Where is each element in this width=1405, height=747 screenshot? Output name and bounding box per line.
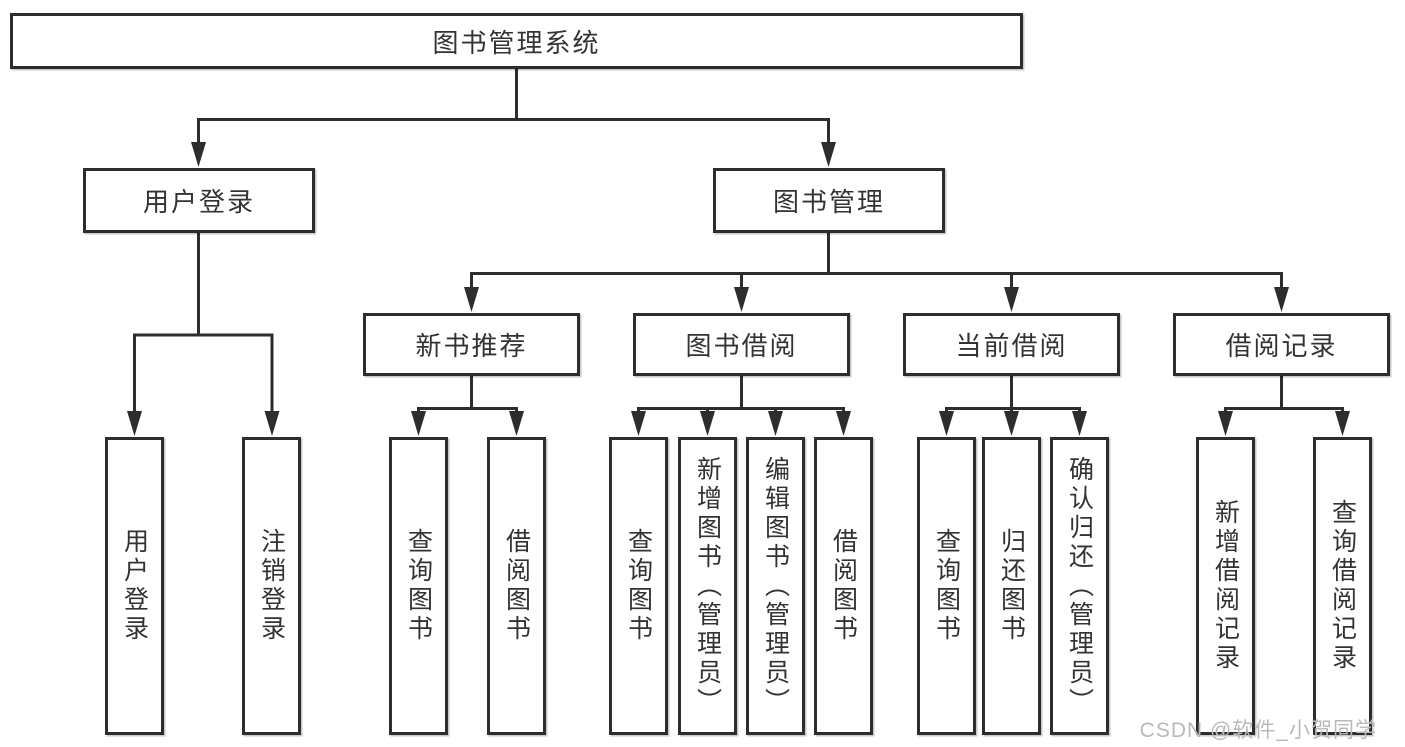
- node-user-login: 用户登录: [83, 168, 315, 233]
- leaf-logout: 注销登录: [242, 437, 301, 735]
- arrow-icon: [264, 411, 280, 436]
- arrow-icon: [700, 411, 715, 436]
- arrow-icon: [509, 411, 524, 436]
- arrow-icon: [1274, 287, 1289, 312]
- leaf-borrow-books: 借阅图书: [814, 437, 873, 735]
- node-library-management-system: 图书管理系统: [10, 13, 1023, 69]
- arrow-icon: [1335, 411, 1350, 436]
- arrow-icon: [836, 411, 851, 436]
- arrow-icon: [734, 287, 749, 312]
- leaf-query-borrow-record: 查询借阅记录: [1313, 437, 1372, 735]
- arrow-icon: [1218, 411, 1233, 436]
- arrow-icon: [768, 411, 783, 436]
- arrow-icon: [1004, 287, 1019, 312]
- node-book-borrowing: 图书借阅: [633, 313, 850, 376]
- node-new-book-recommendation: 新书推荐: [363, 313, 580, 376]
- arrow-icon: [1072, 411, 1087, 436]
- arrowheads: [127, 142, 1350, 436]
- arrow-icon: [939, 411, 954, 436]
- leaf-query-books-current: 查询图书: [917, 437, 976, 735]
- leaf-edit-books-admin: 编辑图书（管理员）: [746, 437, 805, 735]
- leaf-user-login: 用户登录: [105, 437, 164, 735]
- arrow-icon: [127, 411, 142, 436]
- leaf-add-books-admin: 新增图书（管理员）: [678, 437, 737, 735]
- node-book-management: 图书管理: [713, 168, 945, 233]
- leaf-add-borrow-record: 新增借阅记录: [1196, 437, 1255, 735]
- leaf-return-books: 归还图书: [982, 437, 1041, 735]
- leaf-query-books-recommend: 查询图书: [389, 437, 448, 735]
- csdn-watermark: CSDN @软件_小贺同学: [1139, 719, 1377, 742]
- leaf-confirm-return-admin: 确认归还（管理员）: [1050, 437, 1109, 735]
- arrow-icon: [1004, 411, 1019, 436]
- arrow-icon: [821, 142, 836, 167]
- arrow-icon: [631, 411, 646, 436]
- leaf-borrow-books-recommend: 借阅图书: [487, 437, 546, 735]
- arrow-icon: [411, 411, 426, 436]
- leaf-query-books-borrowing: 查询图书: [609, 437, 668, 735]
- node-borrowing-records: 借阅记录: [1173, 313, 1390, 376]
- arrow-icon: [464, 287, 479, 312]
- arrow-icon: [191, 142, 206, 167]
- node-current-borrowing: 当前借阅: [903, 313, 1120, 376]
